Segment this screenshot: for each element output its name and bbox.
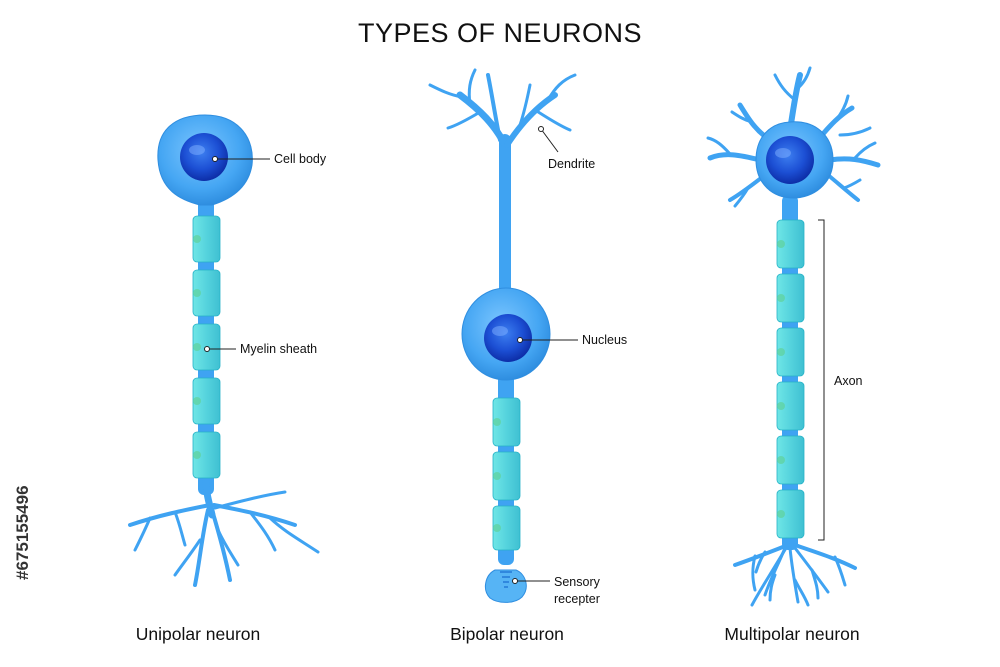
multipolar-myelin-sheath (776, 219, 805, 539)
caption-bipolar: Bipolar neuron (450, 624, 564, 644)
bipolar-nucleus (484, 314, 532, 362)
multipolar-dendrites (706, 66, 881, 208)
label-receptor-text: recepter (554, 592, 600, 606)
label-dendrite: Dendrite (538, 126, 595, 171)
page-title: TYPES OF NEURONS (358, 18, 642, 48)
label-dendrite-text: Dendrite (548, 157, 595, 171)
multipolar-axon-terminals (733, 543, 857, 607)
unipolar-neuron (128, 114, 320, 587)
multipolar-nucleus (766, 136, 814, 184)
unipolar-nucleus (180, 133, 228, 181)
caption-unipolar: Unipolar neuron (136, 624, 261, 644)
stock-id: #675155496 (13, 485, 32, 580)
bipolar-dendrite-branches (428, 68, 577, 149)
label-cell-body-text: Cell body (274, 152, 327, 166)
bipolar-myelin-sheath (492, 397, 521, 551)
label-nucleus-text: Nucleus (582, 333, 627, 347)
multipolar-neuron (706, 66, 881, 607)
label-axon-text: Axon (834, 374, 863, 388)
unipolar-axon-terminals (128, 476, 320, 587)
caption-multipolar: Multipolar neuron (724, 624, 859, 644)
label-myelin-sheath-text: Myelin sheath (240, 342, 317, 356)
label-myelin-sheath: Myelin sheath (204, 342, 317, 356)
label-axon: Axon (818, 219, 863, 541)
label-nucleus: Nucleus (517, 333, 627, 347)
unipolar-myelin-sheath (192, 215, 221, 479)
label-sensory-receptor: Sensory recepter (512, 575, 601, 606)
label-cell-body: Cell body (212, 152, 327, 166)
bipolar-sensory-receptor (484, 569, 527, 603)
label-sensory-text: Sensory (554, 575, 601, 589)
bipolar-neuron (428, 68, 577, 603)
